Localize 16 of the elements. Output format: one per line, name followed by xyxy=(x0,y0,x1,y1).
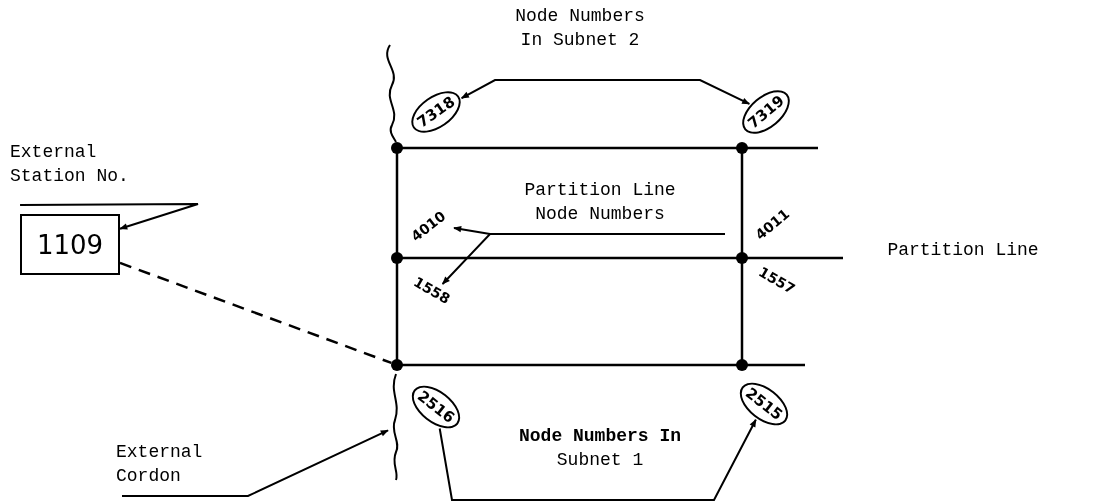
leader-line xyxy=(438,427,591,501)
line-label: Partition Line xyxy=(886,239,1040,262)
leader-label: Node Numbers In Subnet 2 xyxy=(495,4,665,80)
leader-arrow xyxy=(19,203,199,230)
leader-arrow xyxy=(441,233,726,285)
leader-arrow xyxy=(579,79,751,105)
leader-label: Node Numbers In Subnet 1 xyxy=(470,424,730,500)
leader-arrow xyxy=(460,79,581,100)
leader-label: External Station No. xyxy=(6,140,196,205)
leader-label: External Cordon xyxy=(112,440,252,496)
dashed-link xyxy=(119,261,392,365)
leader-arrow xyxy=(589,418,757,501)
leader-arrow xyxy=(121,429,389,497)
leader-label: Partition Line Node Numbers xyxy=(495,178,725,234)
station-box: 1109 xyxy=(20,214,120,275)
junction-dot xyxy=(391,359,403,371)
